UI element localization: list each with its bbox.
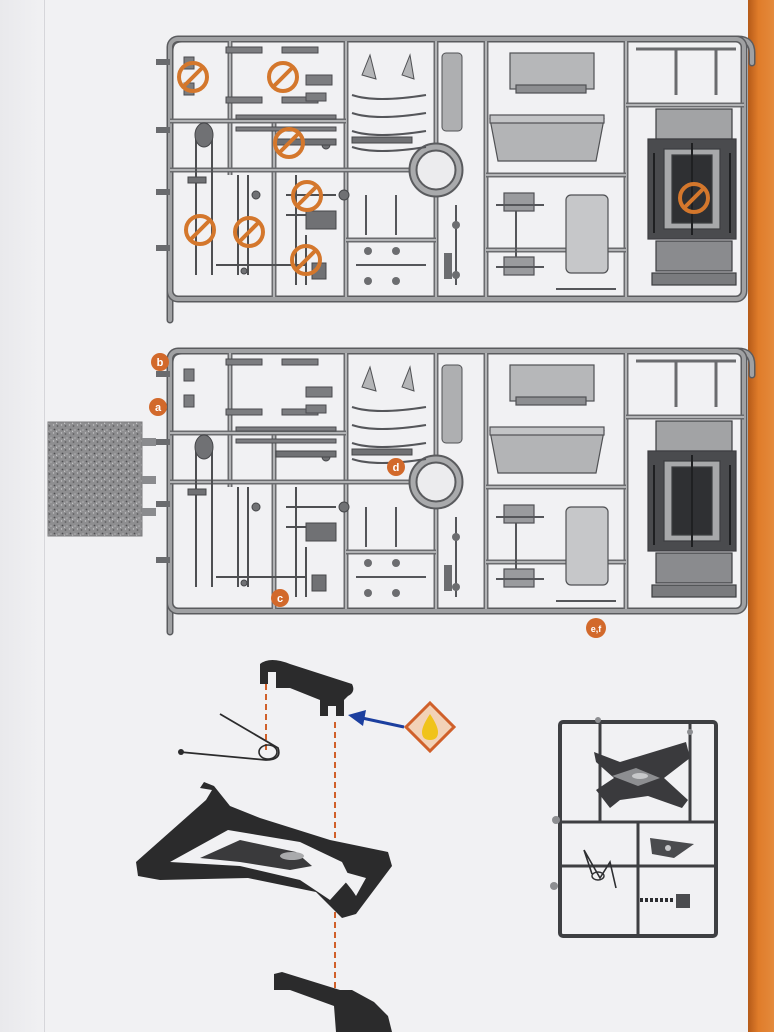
svg-text:d: d	[393, 462, 400, 474]
glue-drop-icon	[403, 700, 457, 754]
svg-text:a: a	[155, 402, 162, 414]
texture-sample	[47, 421, 143, 537]
orange-page-edge	[748, 0, 774, 1032]
assembly-arrow-icon	[348, 710, 405, 729]
lower-arm-part	[274, 972, 392, 1032]
texture-sample-tabs	[142, 438, 156, 516]
callout-a: a	[149, 398, 167, 416]
wire-spring-part	[179, 713, 280, 761]
chair-base-part	[136, 782, 392, 918]
svg-text:c: c	[277, 593, 283, 605]
prohibited-icon	[184, 214, 216, 246]
callout-e-f: e,f	[586, 618, 606, 638]
callout-b: b	[151, 353, 169, 371]
assembly-diagram	[136, 660, 457, 1032]
sprue-sheet-middle	[156, 351, 752, 632]
sprue-sheet-top	[156, 39, 752, 320]
small-sprue-dark	[550, 717, 718, 938]
left-page-shade	[0, 0, 45, 1032]
page-fold	[44, 0, 45, 1032]
svg-text:e,f: e,f	[591, 624, 603, 634]
svg-text:b: b	[157, 357, 164, 369]
callout-c: c	[271, 589, 289, 607]
callout-d: d	[387, 458, 405, 476]
seat-bracket-part	[260, 660, 354, 716]
prohibited-icon	[267, 61, 299, 93]
